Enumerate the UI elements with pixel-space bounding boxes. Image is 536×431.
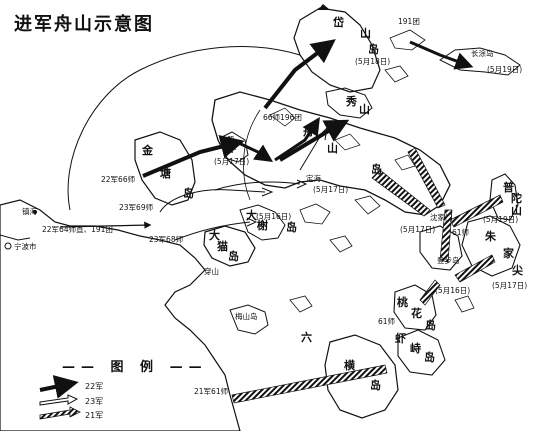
legend-title: —— 图 例 —— xyxy=(62,360,208,375)
ningbo-marker xyxy=(4,242,12,250)
island-zhoushan: 舟 xyxy=(303,125,314,138)
legend-22: 22军 xyxy=(85,382,104,391)
island-meishan: 梅山岛 xyxy=(235,312,258,321)
town-dinghai: 定海 xyxy=(306,174,321,183)
city-zhenhai: 镇海 xyxy=(22,207,37,216)
island-xiazhi: 虾 xyxy=(395,332,406,345)
city-ningbo: 宁波市 xyxy=(14,242,37,251)
meishan-island xyxy=(229,304,269,335)
island-damao: 猫 xyxy=(217,240,228,253)
island-daxie: 岛 xyxy=(286,221,297,234)
island-daishan: 山 xyxy=(360,27,371,40)
taohua-island xyxy=(393,284,437,331)
unit-21-61: 21军61师 xyxy=(194,387,229,396)
island-daishan: 岛 xyxy=(368,43,379,56)
daishan-island xyxy=(293,7,381,93)
island-liuheng: 岛 xyxy=(370,379,381,392)
date-shenjiamen: (5月17日) xyxy=(400,225,436,234)
island-cezi: 册 xyxy=(227,135,235,144)
island-daxie: 大 xyxy=(246,209,257,222)
date-daishan: (5月18日) xyxy=(355,57,391,66)
zhenhai-marker xyxy=(33,210,37,214)
legend-23: 23军 xyxy=(85,397,104,406)
army-21-arrows xyxy=(231,147,504,404)
changtu-island xyxy=(439,47,521,76)
island-taohua: 岛 xyxy=(425,319,436,332)
jintang-island xyxy=(134,131,196,206)
xiushan-island xyxy=(325,87,373,119)
island-damao: 岛 xyxy=(228,250,239,263)
unit-61b: 61师 xyxy=(378,317,396,326)
unit-23-69: 23军69师 xyxy=(119,203,154,212)
zhoushan-island xyxy=(211,91,451,216)
legend-graphics xyxy=(39,375,81,420)
army-23-arrows xyxy=(159,126,328,241)
island-zhujiajian: 家 xyxy=(503,247,514,260)
unit-191: 191团 xyxy=(398,17,420,26)
island-changtu: 长涂岛 xyxy=(471,49,494,58)
island-xiazhi: 岛 xyxy=(424,351,435,364)
daxie-island xyxy=(239,204,286,241)
unit-61: 61师 xyxy=(452,228,470,237)
date-daxie: (5月16日) xyxy=(256,212,292,221)
date-cezi: (5月17日) xyxy=(214,157,250,166)
island-zhoushan: 山 xyxy=(327,142,338,155)
operation-boundary xyxy=(67,46,301,211)
island-taohua: 桃 xyxy=(397,296,408,309)
island-jintang: 塘 xyxy=(160,167,171,180)
island-jintang: 金 xyxy=(142,144,153,157)
date-changtu: (5月19日) xyxy=(487,65,523,74)
army-22-arrows xyxy=(59,39,474,229)
island-zhujiajian: 朱 xyxy=(485,230,496,243)
island-liuheng: 横 xyxy=(344,359,355,372)
island-xiushan: 秀 xyxy=(346,95,357,108)
mainland-coast xyxy=(0,199,241,431)
unit-22-64: 22军64师直、191团 xyxy=(42,225,113,234)
island-damao: 大 xyxy=(209,229,220,242)
damao-island xyxy=(203,225,256,267)
island-taohua: 花 xyxy=(411,307,422,320)
island-putuo: 山 xyxy=(511,204,522,217)
xiazhi-island xyxy=(397,329,446,376)
island-putuo: 陀 xyxy=(511,192,522,205)
unit-23-68: 23军68师 xyxy=(149,235,184,244)
unit-22-66: 22军66师 xyxy=(101,175,136,184)
map-title: 进军舟山示意图 xyxy=(14,14,154,35)
island-xiushan: 山 xyxy=(359,103,370,116)
date-putuo: (5月19日) xyxy=(483,215,519,224)
island-cezi: 子 xyxy=(229,145,237,154)
date-dinghai: (5月17日) xyxy=(313,185,349,194)
island-daxie: 榭 xyxy=(257,219,268,232)
legend-21: 21军 xyxy=(85,411,104,420)
island-dengbu: 登步岛 xyxy=(437,256,460,265)
date-zhujiajian: (5月17日) xyxy=(492,281,528,290)
zhujiajian-island xyxy=(461,215,521,277)
island-zhujiajian: 尖 xyxy=(512,264,523,277)
place-chuanshan: 穿山 xyxy=(204,267,219,276)
unit-66-196: 66师196团 xyxy=(263,113,302,122)
date-dengbu: (5月16日) xyxy=(435,286,471,295)
island-jintang: 岛 xyxy=(183,187,194,200)
island-putuo: 普 xyxy=(503,181,514,194)
island-liuheng: 六 xyxy=(301,331,312,344)
island-zhoushan: 岛 xyxy=(371,163,382,176)
island-xiazhi: 峙 xyxy=(410,342,421,355)
island-daishan: 岱 xyxy=(333,16,344,29)
town-shenjiamen: 沈家门 xyxy=(430,213,453,222)
